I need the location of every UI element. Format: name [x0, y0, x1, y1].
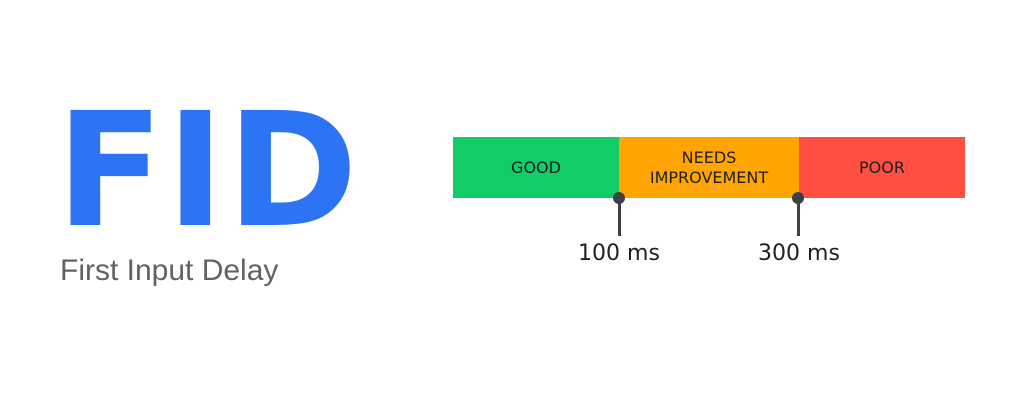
threshold-scale-bar: GOOD NEEDS IMPROVEMENT POOR	[453, 137, 965, 198]
marker-line	[618, 200, 621, 236]
metric-full-name: First Input Delay	[60, 254, 279, 287]
threshold-label-300: 300 ms	[758, 241, 840, 266]
threshold-marker-300	[792, 192, 804, 238]
marker-dot	[792, 192, 804, 204]
metric-abbreviation: FID	[56, 79, 360, 263]
segment-good: GOOD	[453, 137, 619, 198]
threshold-marker-100	[613, 192, 625, 238]
marker-dot	[613, 192, 625, 204]
segment-poor: POOR	[799, 137, 965, 198]
marker-line	[797, 200, 800, 236]
segment-needs-improvement: NEEDS IMPROVEMENT	[619, 137, 799, 198]
threshold-label-100: 100 ms	[578, 241, 660, 266]
